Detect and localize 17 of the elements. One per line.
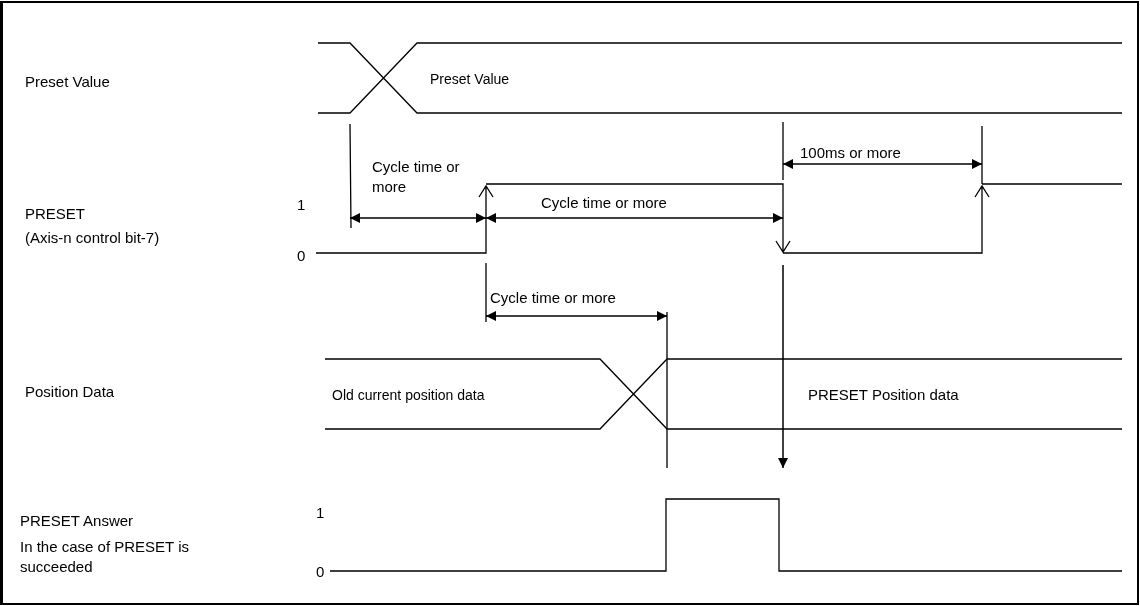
- level-label: 0: [316, 562, 325, 582]
- signal-description: In the case of PRESET is succeeded: [20, 537, 190, 577]
- signal-description: (Axis-n control bit-7): [25, 228, 160, 248]
- signal-name: Position Data: [25, 382, 115, 402]
- timing-label: Cycle time or more: [372, 157, 461, 197]
- signal-name: PRESET: [25, 204, 85, 224]
- timing-label: Cycle time or more: [490, 288, 616, 308]
- timing-label: Cycle time or more: [541, 193, 667, 213]
- bus-value-label: PRESET Position data: [808, 385, 959, 405]
- bus-value-label: Old current position data: [332, 386, 485, 405]
- timing-label: 100ms or more: [800, 143, 901, 163]
- level-label: 0: [297, 246, 306, 266]
- bus-value-label: Preset Value: [430, 70, 510, 89]
- signal-name: PRESET Answer: [20, 511, 134, 531]
- level-label: 1: [297, 195, 306, 215]
- signal-name: Preset Value: [25, 72, 110, 92]
- level-label: 1: [316, 503, 325, 523]
